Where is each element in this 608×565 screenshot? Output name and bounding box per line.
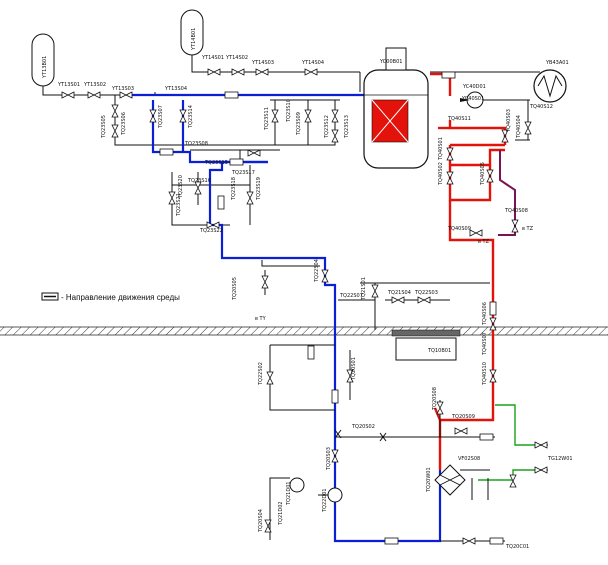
purple-line — [498, 150, 516, 236]
label-tq40s01: TQ40S01 — [438, 137, 444, 161]
tank-under-label: TQ10B01 — [427, 348, 451, 354]
label-tq23s17: TQ23S17 — [231, 170, 255, 176]
label-yt14s01: YT14S01 — [201, 55, 224, 61]
label-yc40s01: YC40S01 — [461, 96, 484, 102]
tank-yt14b01: YT14B01 — [180, 9, 204, 56]
pump-tq22d01: TQ22D01 — [322, 487, 343, 513]
pump-main-label: YC40D01 — [462, 84, 486, 90]
label-tq40s08: TQ40S08 — [504, 208, 528, 214]
label-yt13s03: YT13S03 — [111, 86, 134, 92]
check-valve-marks — [334, 429, 387, 442]
label-tq23s14: TQ23S14 — [188, 105, 194, 129]
label-tz2: в TZ — [522, 226, 534, 232]
label-tq22s05: TQ20S05 — [232, 277, 238, 301]
sg-label: YB43A01 — [545, 60, 569, 66]
sg-yb43a01: YB43A01 — [533, 60, 569, 103]
label-tq23s22: TQ23S22 — [199, 228, 223, 234]
legend-text: - Направление движения среды — [61, 293, 180, 302]
legend: - Направление движения среды — [41, 292, 180, 302]
label-tq40s11: TQ40S11 — [447, 116, 471, 122]
label-tg12w01: TG12W01 — [547, 456, 573, 462]
label-tq40s09: TQ40S09 — [447, 226, 471, 232]
reactor-label: YC00B01 — [379, 59, 402, 65]
label-tq20s01: TQ20S01 — [351, 357, 357, 381]
label-tq23s18: TQ23S18 — [231, 177, 237, 201]
hx-label: TQ20W01 — [426, 467, 432, 493]
label-tq40s06: TQ40S06 — [482, 302, 488, 326]
label-tq23s07: TQ23S07 — [158, 105, 164, 129]
label-tq22s03: TQ22S03 — [414, 290, 438, 296]
label-yt13s02: YT13S02 — [83, 82, 106, 88]
black-piping-bottom — [269, 282, 505, 542]
label-tq40s10: TQ40S10 — [482, 362, 488, 386]
label-tq22s02: TQ22S02 — [258, 362, 264, 386]
label-tq21s04: TQ21S04 — [387, 290, 411, 296]
label-tq20s08: TQ20S08 — [432, 387, 438, 411]
pump-yc40d01: YC40D01 — [460, 84, 486, 109]
label-tq23s05: TQ23S05 — [101, 115, 107, 139]
floor-hatch — [0, 327, 608, 335]
tank-yt13b01: YT13B01 — [31, 33, 55, 87]
label-tq23s20: TQ23S20 — [178, 175, 184, 199]
label-tq40s07: TQ40S07 — [482, 332, 488, 356]
component-labels: YT13S01 YT13S02 YT13S03 YT13S04 YT14S01 … — [57, 55, 573, 550]
label-tq23s12: TQ23S12 — [324, 115, 330, 139]
label-tq40s12: TQ40S12 — [529, 104, 553, 110]
label-tq23s10: TQ23S10 — [286, 99, 292, 123]
tank-yt13b01-label: YT13B01 — [42, 56, 48, 79]
hx-tq20w01: TQ20W01 — [426, 464, 466, 496]
label-tq40s03: TQ40S03 — [506, 109, 512, 133]
label-yt13s01: YT13S01 — [57, 82, 80, 88]
label-tq23s15: TQ23S15 — [204, 160, 228, 166]
label-tq23s21: TQ23S21 — [176, 193, 182, 217]
label-tq20s03: TQ20S03 — [326, 447, 332, 471]
label-tq40s04: TQ40S04 — [516, 115, 522, 139]
tank-yt14b01-label: YT14B01 — [191, 28, 197, 51]
label-tq23s11: TQ23S11 — [264, 107, 270, 131]
label-tq23s06: TQ23S06 — [121, 112, 127, 136]
label-tz1: в TZ — [478, 239, 490, 245]
pump-left-label-2: TQ21D02 — [278, 501, 284, 526]
pump-bottom-label: TQ22D01 — [322, 488, 328, 513]
label-tq20s04: TQ20S04 — [258, 509, 264, 533]
label-tq23s19: TQ23S19 — [256, 177, 262, 201]
label-tq22s04: TQ22S04 — [314, 259, 320, 283]
label-tq20s09: TQ20S09 — [451, 414, 475, 420]
tank-tq10b01: TQ10B01 — [391, 329, 461, 361]
label-yt14s03: YT14S03 — [251, 60, 274, 66]
label-yt14s04: YT14S04 — [301, 60, 324, 66]
label-tq20c01: TQ20C01 — [505, 544, 529, 550]
label-tq23s13: TQ23S13 — [344, 115, 350, 139]
label-tq23s16: TQ23S16 — [187, 178, 211, 184]
label-tq22s07: TQ22S07 — [339, 293, 363, 299]
label-tq20s02: TQ20S02 — [351, 424, 375, 430]
valve-glyphs — [61, 68, 548, 545]
label-yt13s04: YT13S04 — [164, 86, 187, 92]
label-ty: в TY — [255, 316, 267, 322]
label-tq21s01: TQ21S01 — [361, 277, 367, 301]
label-yt14s02: YT14S02 — [225, 55, 248, 61]
pump-tq21d01: TQ21D01 TQ21D02 — [278, 477, 305, 526]
reactor-yc00b01: YC00B01 — [363, 47, 429, 169]
label-vf02s08: VF02S08 — [458, 456, 480, 462]
flow-markers — [159, 71, 504, 545]
label-tq23s09: TQ23S09 — [296, 112, 302, 136]
label-tq23s08: TQ23S08 — [184, 141, 208, 147]
pump-left-label: TQ21D01 — [286, 481, 292, 506]
label-tq40s05: TQ40S05 — [480, 162, 486, 186]
label-tq40s02: TQ40S02 — [438, 162, 444, 186]
